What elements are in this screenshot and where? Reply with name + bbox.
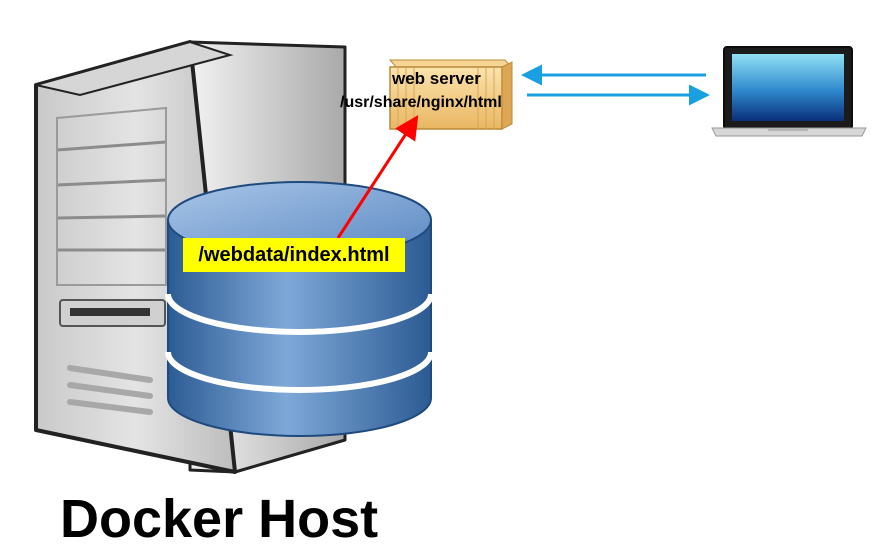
volume-path-label: /webdata/index.html bbox=[183, 238, 405, 272]
mount-arrow bbox=[336, 114, 419, 239]
laptop-icon bbox=[711, 46, 867, 137]
database-icon bbox=[165, 181, 434, 437]
docker-host-title: Docker Host bbox=[60, 489, 379, 549]
web-server-label: web server bbox=[392, 69, 481, 88]
web-server-path-label: /usr/share/nginx/html bbox=[340, 94, 502, 111]
